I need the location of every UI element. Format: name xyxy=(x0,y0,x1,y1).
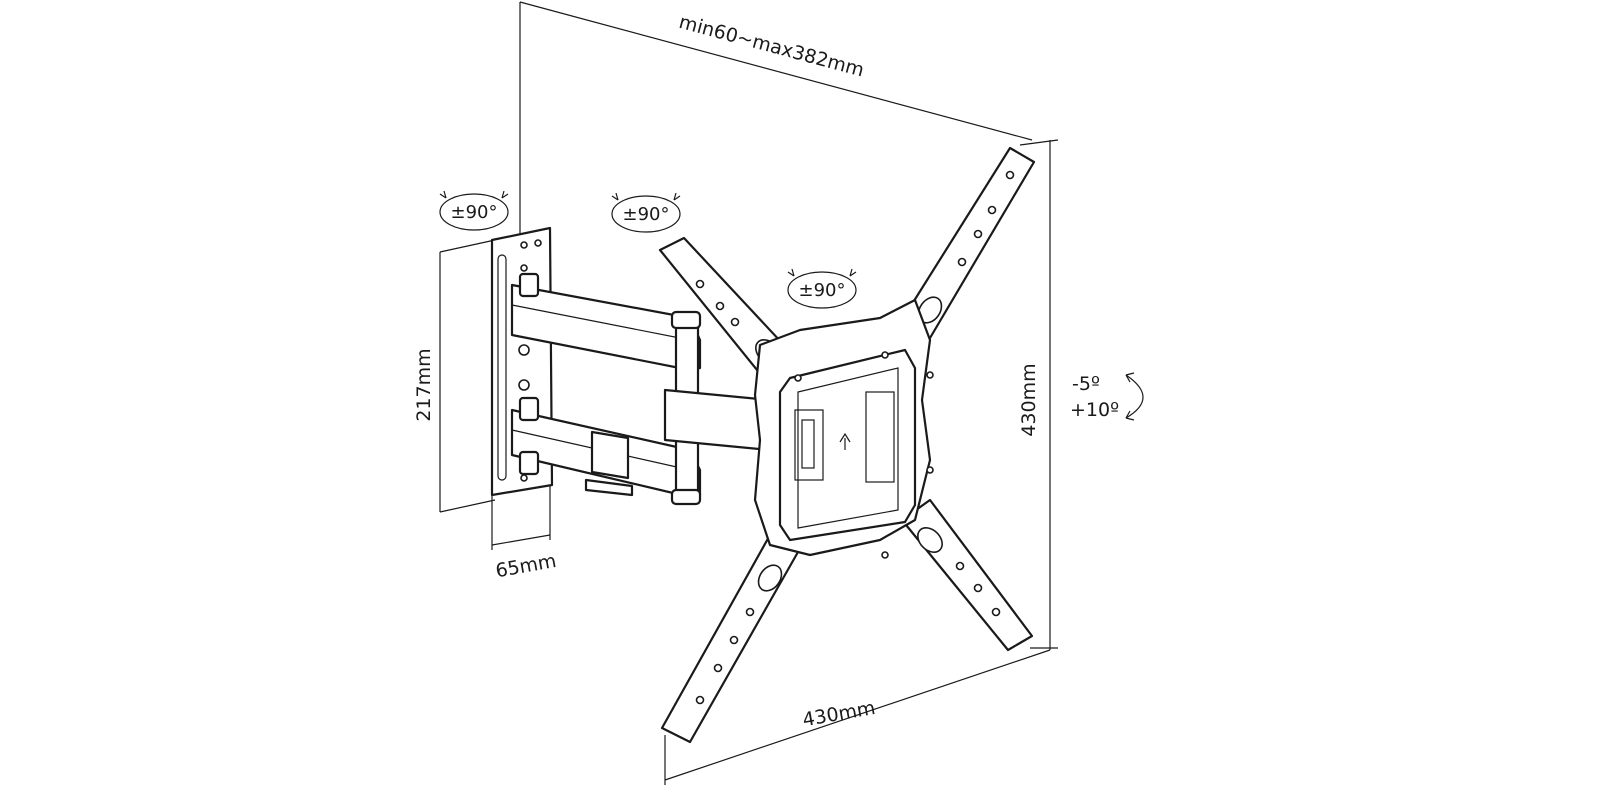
rotation-indicator-arm: ±90° xyxy=(611,192,681,233)
extension-range-label: min60~max382mm xyxy=(677,11,867,82)
dimension-lines xyxy=(439,1,1059,785)
tilt-forward-label: -5º xyxy=(1072,373,1100,395)
wall-plate-depth-label: 65mm xyxy=(494,550,558,582)
vesa-rails xyxy=(658,146,1036,744)
vesa-center-plate xyxy=(753,298,934,559)
tilt-backward-label: +10º xyxy=(1070,399,1119,421)
rotation-indicator-screen: ±90° xyxy=(787,268,857,309)
wall-swivel-label: ±90° xyxy=(451,202,498,223)
wall-plate-height-label: 217mm xyxy=(413,348,435,421)
vesa-width-label: 430mm xyxy=(801,697,877,731)
arm-swivel-label: ±90° xyxy=(623,204,670,225)
rotation-indicator-wall: ±90° xyxy=(439,190,509,231)
screen-rotation-label: ±90° xyxy=(799,280,846,301)
tilt-indicator: -5º +10º xyxy=(1070,372,1144,421)
vesa-height-label: 430mm xyxy=(1018,363,1040,436)
